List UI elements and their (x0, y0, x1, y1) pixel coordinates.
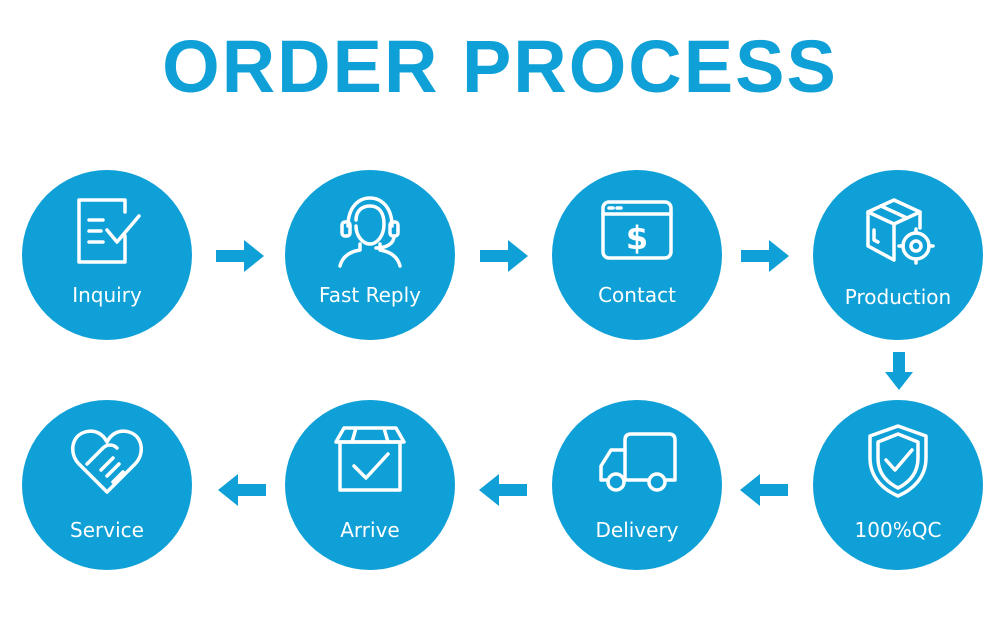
step-contact: $ Contact (552, 170, 722, 340)
arrow-left-icon (218, 474, 266, 506)
step-label: Contact (598, 283, 676, 307)
step-label: Inquiry (72, 283, 142, 307)
shield-check-icon (868, 424, 928, 498)
step-label: Service (70, 518, 144, 542)
heart-handshake-icon (71, 429, 143, 494)
page-title: ORDER PROCESS (162, 25, 838, 108)
step-label: Fast Reply (319, 283, 421, 307)
svg-text:$: $ (626, 219, 648, 257)
step-fast-reply: Fast Reply (285, 170, 455, 340)
step-qc: 100%QC (813, 400, 983, 570)
arrow-left-icon (740, 474, 788, 506)
arrow-right-icon (480, 240, 528, 272)
step-label: 100%QC (854, 518, 942, 542)
dollar-browser-window-icon: $ (601, 200, 673, 260)
arrow-right-icon (216, 240, 264, 272)
step-production: Production (813, 170, 983, 340)
step-delivery: Delivery (552, 400, 722, 570)
arrow-left-icon (479, 474, 527, 506)
checklist-document-icon (77, 198, 141, 264)
box-check-icon (334, 426, 406, 492)
step-inquiry: Inquiry (22, 170, 192, 340)
arrow-down-icon (885, 352, 913, 390)
headset-agent-icon (338, 196, 402, 268)
delivery-truck-icon (599, 432, 677, 492)
step-label: Arrive (340, 518, 400, 542)
step-service: Service (22, 400, 192, 570)
step-label: Production (844, 285, 952, 309)
step-arrive: Arrive (285, 400, 455, 570)
arrow-right-icon (741, 240, 789, 272)
box-gear-icon (866, 198, 935, 265)
step-label: Delivery (595, 518, 679, 542)
